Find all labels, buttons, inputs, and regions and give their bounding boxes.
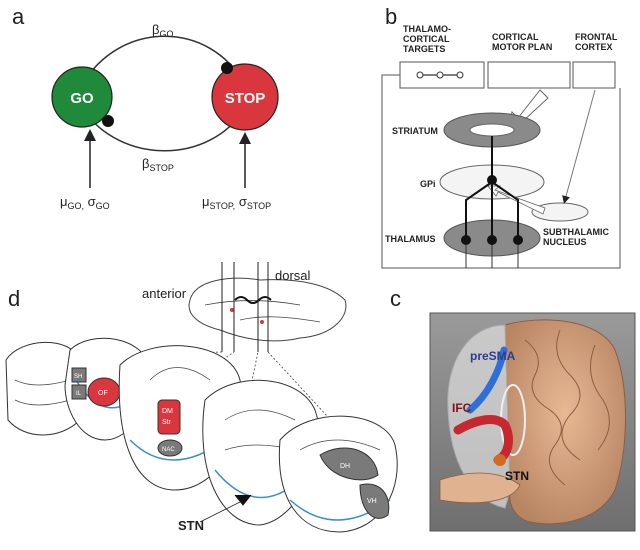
sagittal-fold-2: [239, 316, 321, 323]
frontal-cortex-box: [572, 61, 616, 89]
thal-dot-1: [461, 235, 471, 245]
feedback-loop: [381, 74, 621, 269]
region-dh: [319, 447, 379, 481]
region-nac: [157, 439, 183, 457]
target-node-1: [416, 71, 424, 79]
panel-d: d anterior dorsal SH: [5, 262, 398, 533]
motor-plan-box: [487, 61, 571, 89]
sagittal-brain: [188, 277, 347, 342]
stn-blob: [494, 454, 506, 466]
il-label: IL: [76, 391, 82, 397]
beta-stop-label: βSTOP: [142, 156, 174, 173]
dorsal-label: dorsal: [275, 268, 311, 283]
region-il: [71, 384, 87, 400]
region-vh: [359, 483, 390, 519]
sagittal-red-1: [230, 308, 234, 312]
stn-leader: [199, 501, 241, 523]
hyperdirect-arrow: [562, 89, 596, 204]
inhibit-dot-go: [102, 115, 114, 127]
gpi-thal-line-1: [465, 181, 493, 238]
sagittal-red-2: [260, 320, 264, 324]
sagittal-marks: [234, 296, 272, 304]
region-sh: [71, 367, 87, 383]
thalamus-label: THALAMUS: [385, 234, 436, 244]
thal-dot-2: [487, 235, 497, 245]
panel-a-letter: a: [12, 4, 25, 29]
cortical-motor-plan-label: CORTICAL MOTOR PLAN: [492, 32, 552, 52]
stop-label: STOP: [225, 90, 266, 107]
mu-sigma-go-label: μGO, σGO: [60, 194, 110, 211]
stop-node: [211, 63, 279, 131]
sulcus-2: [556, 329, 581, 461]
presma-tract: [466, 346, 508, 414]
go-node: [51, 66, 113, 128]
gpi-thal-line-3: [491, 181, 519, 238]
str-label: Str: [162, 419, 172, 426]
ifc-label: IFC: [452, 401, 472, 415]
subthalamic-label: SUBTHALAMIC NUCLEUS: [543, 227, 612, 247]
presma-label: preSMA: [470, 349, 516, 363]
stn-shape: [531, 202, 589, 222]
vh-label: VH: [367, 498, 377, 505]
target-node-2: [436, 71, 444, 79]
ifc-tract: [453, 415, 513, 465]
stn-label-c: STN: [505, 469, 529, 483]
striatum-label: STRIATUM: [392, 126, 438, 136]
gpi-label: GPi: [420, 179, 436, 189]
go-label: GO: [70, 90, 94, 107]
dm-label: DM: [162, 408, 173, 415]
beta-go-label: βGO: [152, 22, 174, 39]
coronal-slice-5: DH VH: [278, 415, 398, 533]
thal-dot-3: [513, 235, 523, 245]
temporal-lobe: [439, 472, 521, 504]
panel-a: a GO STOP βGO βSTOP μGO, σGO μSTOP, σSTO…: [12, 4, 279, 211]
thalamo-cortical-label: THALAMO- CORTICAL TARGETS: [403, 24, 454, 54]
stn-label-d: STN: [178, 518, 204, 533]
frontal-cortex-label: FRONTAL CORTEX: [575, 32, 620, 52]
panel-c-letter: c: [390, 286, 401, 311]
panel-d-letter: d: [8, 286, 20, 311]
sh-label: SH: [74, 374, 82, 380]
inhibit-dot-stop: [221, 62, 233, 74]
panel-b-letter: b: [385, 4, 397, 29]
panel-c: c preSMA IFC STN: [390, 286, 636, 532]
mu-sigma-stop-label: μSTOP, σSTOP: [202, 194, 271, 211]
sulcus-1: [524, 339, 566, 486]
striatum-inner: [469, 123, 515, 137]
anterior-label: anterior: [142, 286, 187, 301]
guide-dot-3: [249, 351, 259, 391]
nac-label: NAC: [162, 447, 175, 453]
gpi-inhibit-dot: [487, 175, 497, 185]
stn-marker: [234, 494, 252, 506]
sulcus-3: [590, 344, 610, 451]
dh-label: DH: [340, 463, 350, 470]
target-node-3: [456, 71, 464, 79]
panel-b: b THALAMO- CORTICAL TARGETS CORTICAL MOT…: [381, 4, 621, 269]
of-label: OF: [98, 390, 108, 397]
region-dm-str: [157, 399, 181, 435]
